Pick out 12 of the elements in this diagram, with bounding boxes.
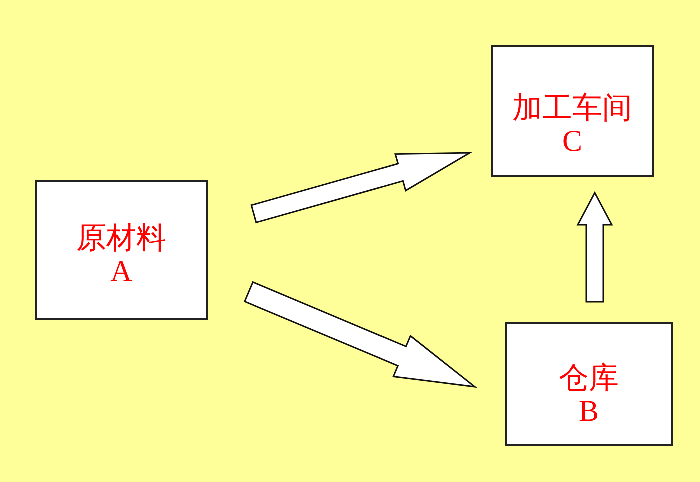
process-box <box>35 180 208 320</box>
block-arrow <box>244 281 478 388</box>
node-letter: B <box>578 395 599 428</box>
node-label: 仓库 <box>559 362 619 395</box>
block-arrow <box>250 152 473 224</box>
node-letter: A <box>110 255 132 288</box>
block-arrow <box>576 191 614 303</box>
node-label: 加工车间 <box>512 92 632 125</box>
node-letter: C <box>562 125 582 158</box>
process-box <box>491 45 654 177</box>
node-label: 原材料 <box>76 222 166 255</box>
process-box <box>505 322 673 446</box>
